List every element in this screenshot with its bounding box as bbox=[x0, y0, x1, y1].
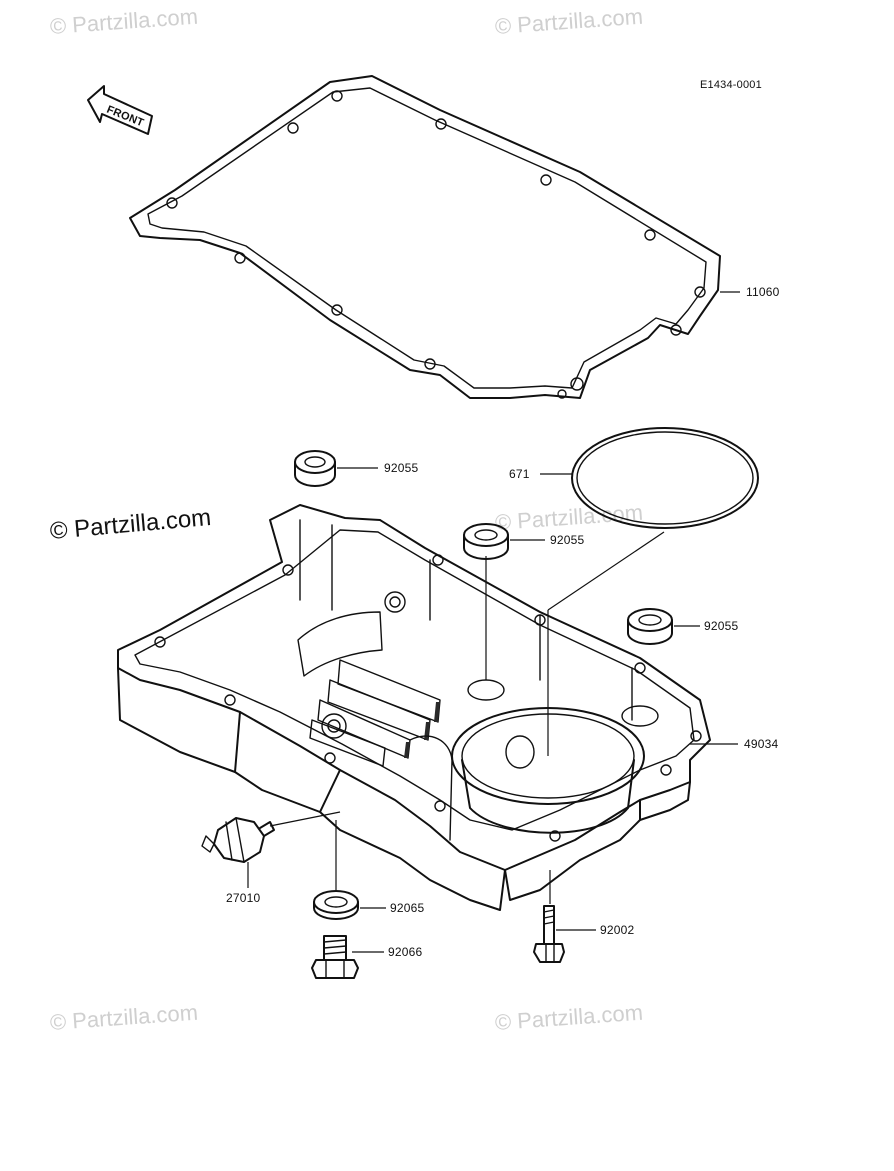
bolt-92002 bbox=[533, 905, 565, 963]
oil-pan-gasket bbox=[129, 75, 721, 399]
washer-92055-a bbox=[294, 450, 336, 487]
front-arrow-icon: FRONT bbox=[87, 85, 153, 135]
part-label-27010: 27010 bbox=[226, 891, 260, 905]
washer-92065 bbox=[313, 890, 359, 920]
oil-pan bbox=[117, 504, 711, 911]
washer-92055-c bbox=[627, 608, 673, 645]
oil-pressure-switch bbox=[201, 817, 275, 863]
part-label-49034: 49034 bbox=[744, 737, 778, 751]
part-label-11060: 11060 bbox=[746, 285, 780, 299]
washer-92055-b bbox=[463, 523, 509, 560]
part-label-92065: 92065 bbox=[390, 901, 424, 915]
part-label-92002: 92002 bbox=[600, 923, 634, 937]
part-label-92066: 92066 bbox=[388, 945, 422, 959]
figure-code: E1434-0001 bbox=[700, 79, 762, 91]
o-ring bbox=[571, 427, 759, 529]
part-label-671: 671 bbox=[509, 467, 530, 481]
part-label-92055-a: 92055 bbox=[384, 461, 418, 475]
drain-plug bbox=[311, 935, 359, 979]
part-label-92055-b: 92055 bbox=[550, 533, 584, 547]
front-label: FRONT bbox=[105, 104, 146, 130]
part-label-92055-c: 92055 bbox=[704, 619, 738, 633]
